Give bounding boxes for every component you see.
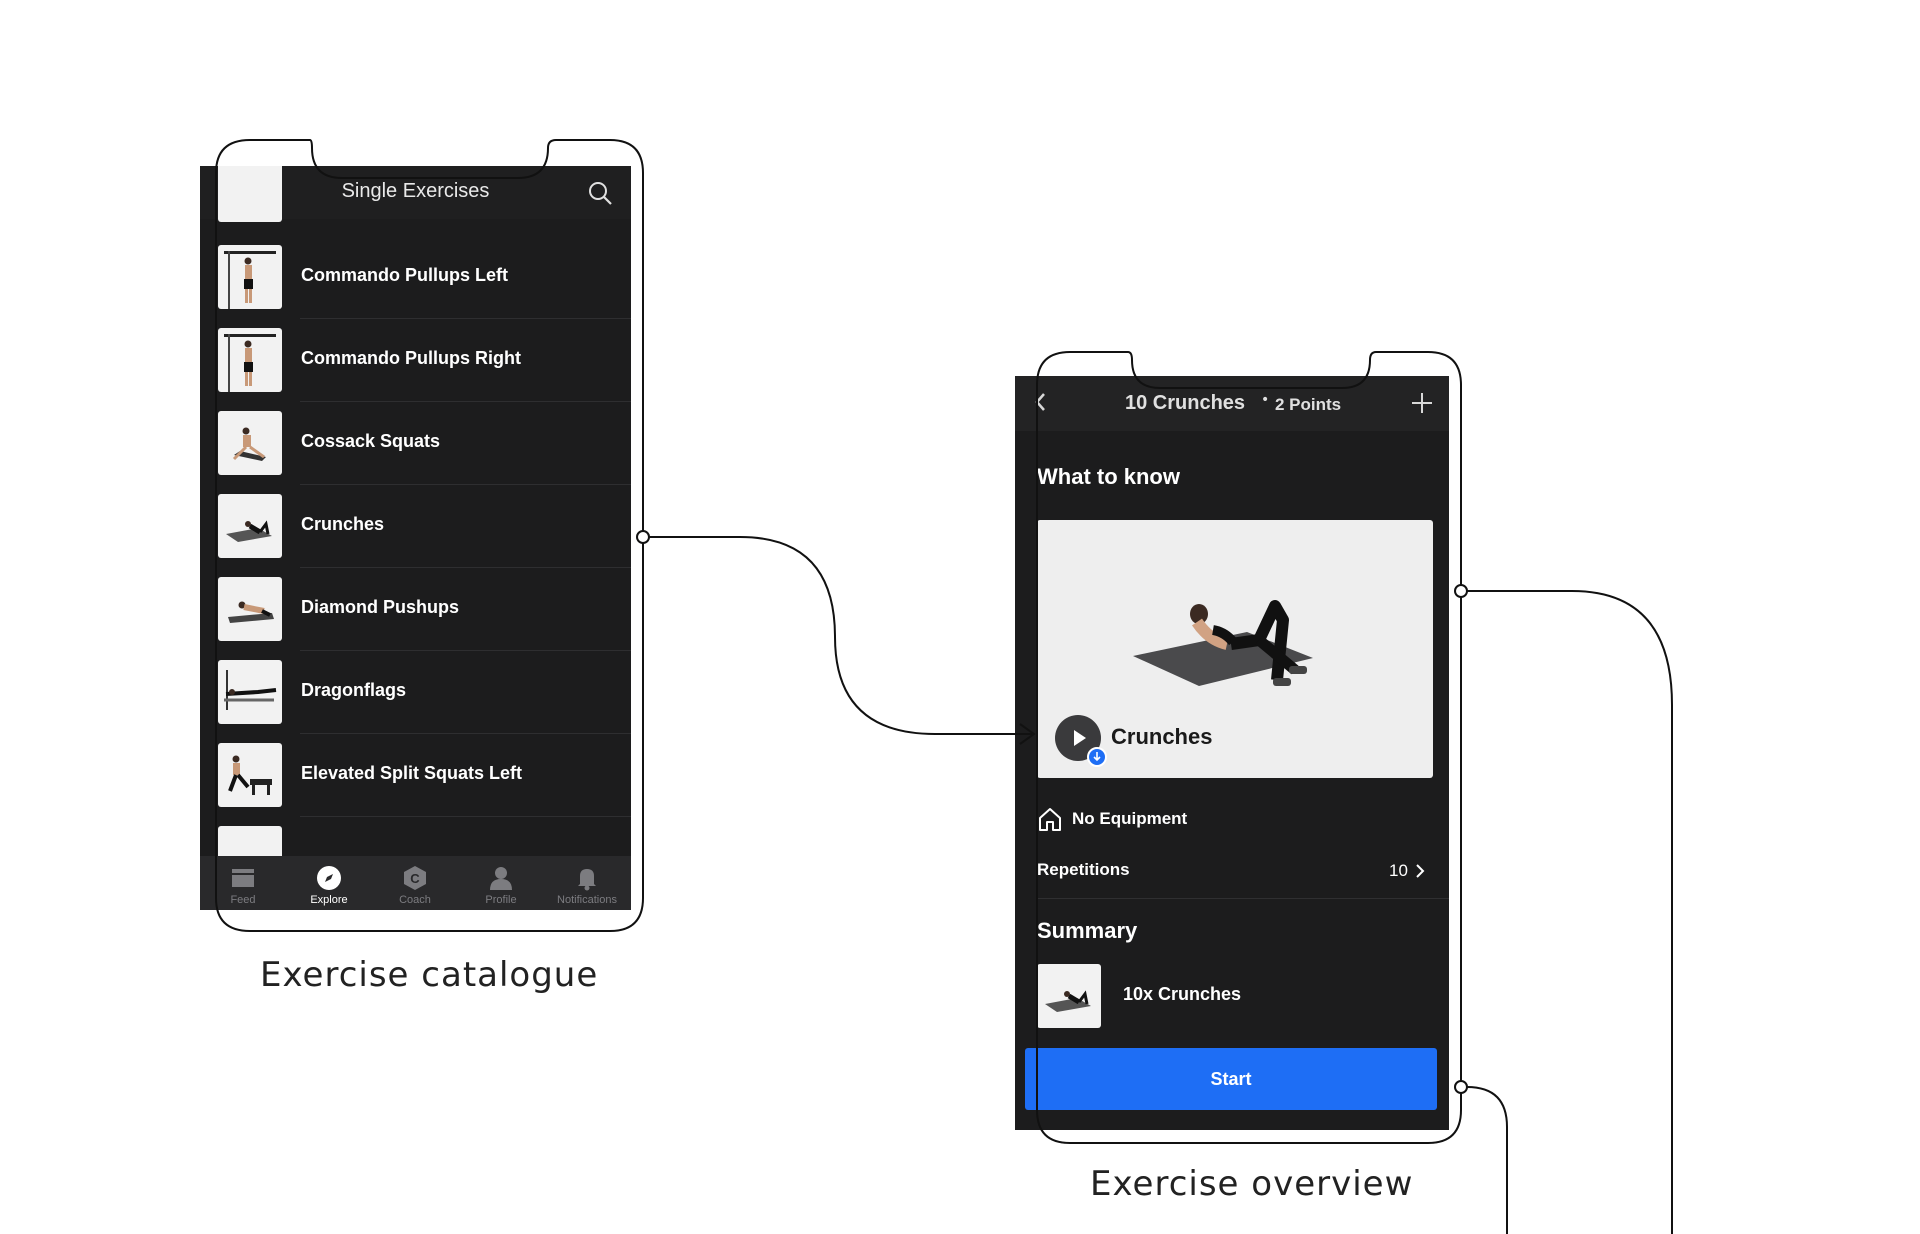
exercise-name: Elevated Split Squats Left [301, 763, 523, 783]
exercise-video[interactable]: Crunches [1037, 520, 1433, 778]
list-item[interactable]: Elevated Split Squats Left [200, 734, 631, 817]
video-title: Crunches [1111, 724, 1213, 749]
exercise-name: Diamond Pushups [301, 597, 460, 617]
connector-overview-right-1 [1467, 590, 1673, 1234]
tab-profile[interactable]: Profile [458, 856, 544, 910]
plus-icon[interactable] [1409, 390, 1435, 416]
exercise-thumbnail [218, 743, 282, 807]
exercise-thumbnail [218, 577, 282, 641]
repetitions-value[interactable]: 10 [1389, 861, 1408, 880]
tab-feed[interactable]: Feed [200, 856, 286, 910]
profile-icon [490, 867, 512, 890]
overview-screen: 10 Crunches • 2 Points What to know Crun… [1015, 376, 1449, 1130]
connector-overview-right-2 [1466, 1086, 1508, 1234]
overview-title: 10 Crunches [1125, 392, 1246, 414]
feed-icon [232, 869, 254, 887]
exercise-list: Commando Pullups Left Commando Pullups R… [200, 166, 631, 910]
home-icon [1039, 808, 1061, 831]
summary-thumbnail [1037, 964, 1101, 1028]
exercise-thumbnail [218, 245, 282, 309]
coach-icon: C [404, 866, 426, 890]
connector-catalogue-to-overview [649, 536, 1034, 735]
tab-label: Feed [230, 894, 256, 906]
tab-label: Explore [310, 894, 348, 906]
connector-node [636, 530, 650, 544]
start-button[interactable]: Start [1025, 1048, 1437, 1110]
tab-notifications[interactable]: Notifications [544, 856, 630, 910]
list-item [200, 166, 631, 232]
list-item[interactable]: Diamond Pushups [200, 568, 631, 651]
compass-icon [317, 866, 341, 890]
title-separator: • [1261, 392, 1270, 408]
list-item[interactable]: Dragonflags [200, 651, 631, 734]
tab-coach[interactable]: C Coach [372, 856, 458, 910]
exercise-thumbnail [218, 494, 282, 558]
summary-title: Summary [1037, 918, 1138, 943]
catalogue-caption: Exercise catalogue [260, 955, 599, 995]
download-icon [1087, 747, 1107, 767]
exercise-name: Crunches [301, 514, 385, 534]
equipment-label: No Equipment [1072, 809, 1188, 828]
tab-bar: Feed Explore C Coach Profile Notificatio… [200, 856, 631, 910]
divider [1037, 898, 1449, 899]
exercise-name: Cossack Squats [301, 431, 441, 451]
exercise-name: Commando Pullups Left [301, 265, 508, 285]
chevron-right-icon[interactable] [1413, 860, 1427, 882]
list-item[interactable]: Commando Pullups Left [200, 236, 631, 319]
exercise-name: Dragonflags [301, 680, 407, 700]
section-title: What to know [1037, 464, 1180, 489]
chevron-left-icon[interactable] [1031, 389, 1051, 415]
tab-explore[interactable]: Explore [286, 856, 372, 910]
repetitions-label: Repetitions [1037, 860, 1130, 879]
tab-label: Coach [399, 894, 431, 906]
exercise-thumbnail [218, 328, 282, 392]
exercise-thumbnail [218, 166, 282, 222]
overview-header: 10 Crunches • 2 Points [1015, 376, 1449, 431]
exercise-thumbnail [218, 660, 282, 724]
points-label: 2 Points [1275, 395, 1342, 414]
catalogue-screen: Single Exercises Commando Pullups Left [200, 166, 631, 910]
list-item[interactable]: Cossack Squats [200, 402, 631, 485]
connector-node [1454, 584, 1468, 598]
tab-label: Profile [485, 894, 517, 906]
connector-node [1454, 1080, 1468, 1094]
list-item[interactable]: Crunches [200, 485, 631, 568]
exercise-thumbnail [218, 411, 282, 475]
exercise-name: Commando Pullups Right [301, 348, 521, 368]
summary-item: 10x Crunches [1123, 984, 1242, 1004]
svg-text:C: C [410, 871, 420, 886]
list-item[interactable]: Commando Pullups Right [200, 319, 631, 402]
tab-label: Notifications [557, 894, 617, 906]
bell-icon [578, 869, 596, 891]
overview-caption: Exercise overview [1090, 1164, 1414, 1204]
